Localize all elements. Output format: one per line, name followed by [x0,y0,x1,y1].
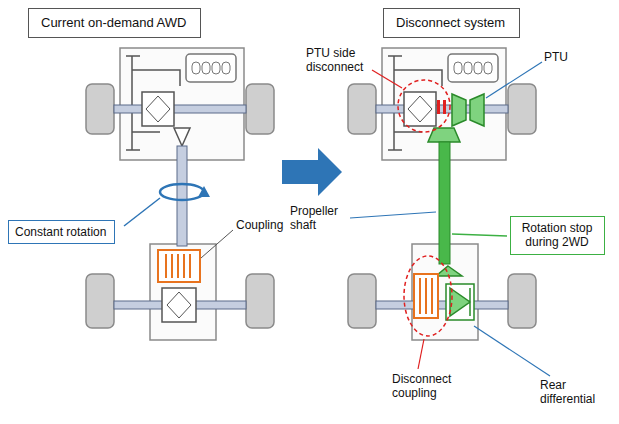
node-text: Constant rotation [15,225,106,239]
leader-line [452,234,507,236]
car-left [86,48,274,340]
car-right [348,48,536,340]
part-label: Coupling [236,218,283,232]
leader-line [350,212,436,218]
ptu-gears [428,94,484,142]
disconnect-coupling [414,274,438,318]
leader-line [201,230,233,258]
disconnect-marker [437,100,446,114]
rear-differential [162,288,196,322]
rear-differential [436,266,474,320]
highlight-ellipse [404,256,452,336]
leader-line [474,326,550,376]
coupling-symbol [158,250,200,282]
leader-line [486,62,542,98]
transition-arrow [282,148,342,196]
header-box: Current on-demand AWD [28,8,201,38]
node-text: Disconnect system [396,15,505,31]
propeller-shaft [439,142,450,264]
highlight-ellipse [398,80,450,132]
leader-line [124,198,160,226]
callout-box: Rotation stop during 2WD [510,216,605,255]
header-box: Disconnect system [383,8,520,38]
leader-line [372,70,402,88]
callout-box: Constant rotation [8,220,115,244]
part-label: Disconnect coupling [392,372,458,401]
leader-line [418,339,424,369]
part-label: Propeller shaft [290,204,348,233]
part-label: PTU [544,50,568,64]
propeller-shaft [177,146,187,246]
bevel-gear [174,128,190,146]
part-label: PTU side disconnect [306,46,370,75]
node-text: Rotation stop during 2WD [517,221,597,250]
rotation-arrow [160,184,210,200]
node-text: Current on-demand AWD [41,15,186,31]
part-label: Rear differential [540,378,604,407]
